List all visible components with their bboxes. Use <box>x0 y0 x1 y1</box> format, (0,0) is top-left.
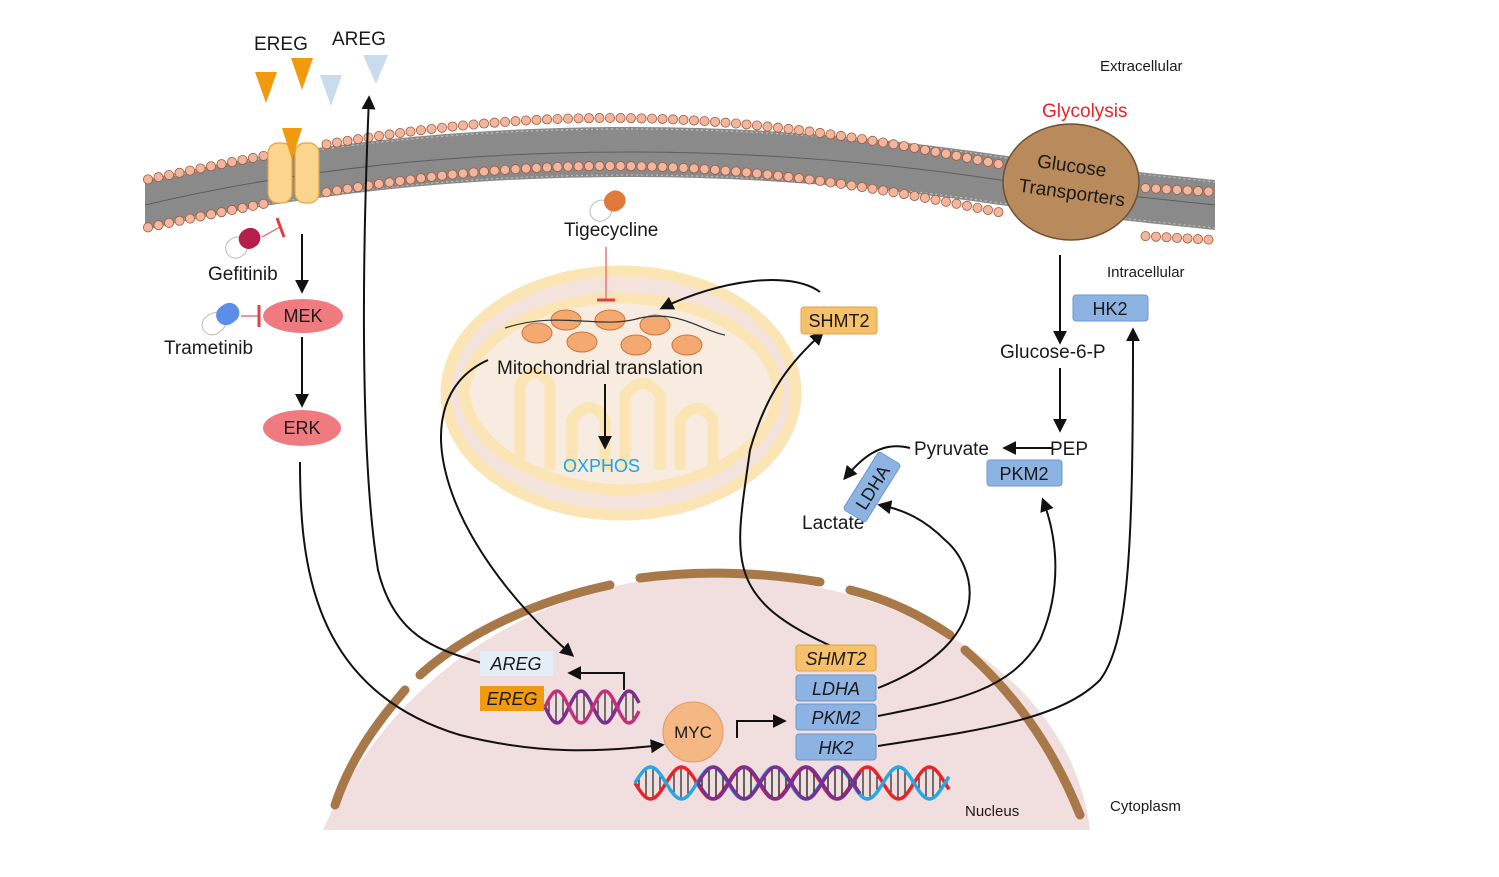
tigecycline-label: Tigecycline <box>564 220 658 241</box>
lactate-label: Lactate <box>802 513 864 534</box>
pkm2-protein-label: PKM2 <box>999 464 1048 484</box>
erk-node: ERK <box>263 410 341 446</box>
gefitinib-inhibition-bar <box>275 217 286 238</box>
pep-label: PEP <box>1050 439 1088 460</box>
areg-gene-label: AREG <box>489 654 541 674</box>
pyruvate-label: Pyruvate <box>914 439 989 460</box>
gefitinib-inhibition-line <box>261 226 281 238</box>
areg-ligands <box>320 55 388 106</box>
areg-gene: AREG <box>480 651 553 676</box>
translation-to-areg-arrow <box>440 359 575 657</box>
glycolysis-title: Glycolysis <box>1042 101 1128 122</box>
myc-target-dna <box>633 765 951 801</box>
mito-translation-label: Mitochondrial translation <box>497 358 703 379</box>
tigecycline-pill-icon <box>589 190 626 222</box>
mek-node: MEK <box>263 299 343 333</box>
mek-label: MEK <box>283 306 322 326</box>
ereg-ligand-label: EREG <box>254 34 308 55</box>
areg-secretion-arrow <box>361 95 486 665</box>
trametinib-pill-icon <box>201 302 240 336</box>
mrna-strand <box>504 315 726 336</box>
ereg-areg-dna <box>543 689 641 725</box>
ldha-protein: LDHA <box>843 451 901 523</box>
target-genes: SHMT2 LDHA PKM2 HK2 <box>795 644 877 761</box>
ldha-gene-label: LDHA <box>812 679 860 699</box>
nucleus-label: Nucleus <box>965 803 1019 820</box>
pyruvate-to-lactate-arrow <box>843 445 911 481</box>
erk-to-myc-arrow <box>299 461 665 754</box>
curved-arrows <box>299 95 1140 754</box>
glucose-transporter: Glucose Transporters <box>1002 123 1140 241</box>
ribosomes <box>521 309 703 356</box>
ereg-gene: EREG <box>480 686 544 711</box>
shmt2-to-translation-arrow <box>659 279 821 310</box>
egfr-receptor <box>267 142 320 204</box>
myc-label: MYC <box>674 723 712 742</box>
erk-label: ERK <box>283 418 320 438</box>
transcription-arrows <box>567 666 787 738</box>
ereg-ligands <box>255 58 313 160</box>
hk2-protein-label: HK2 <box>1092 299 1127 319</box>
gefitinib-label: Gefitinib <box>208 264 278 285</box>
pathway-arrows <box>295 234 1067 455</box>
shmt2-protein-label: SHMT2 <box>808 311 869 331</box>
extracellular-label: Extracellular <box>1100 58 1183 75</box>
ereg-gene-label: EREG <box>486 689 537 709</box>
shmt2-protein: SHMT2 <box>800 306 878 335</box>
membrane-heads <box>142 113 1214 245</box>
hk2-gene-to-protein-arrow <box>877 327 1140 747</box>
areg-ligand-label: AREG <box>332 29 386 50</box>
shmt2-gene-to-protein-arrow <box>739 331 846 653</box>
oxphos-label: OXPHOS <box>563 456 640 476</box>
cytoplasm-label: Cytoplasm <box>1110 798 1181 815</box>
hk2-protein: HK2 <box>1072 294 1149 322</box>
trametinib-label: Trametinib <box>164 338 253 359</box>
myc-transcription-arrow <box>736 714 787 738</box>
pkm2-gene-to-protein-arrow <box>877 497 1057 717</box>
nucleus <box>323 568 1090 830</box>
intracellular-label: Intracellular <box>1107 264 1185 281</box>
areg-transcription-arrow <box>567 666 625 690</box>
myc-node: MYC <box>662 701 724 763</box>
g6p-label: Glucose-6-P <box>1000 342 1106 363</box>
shmt2-gene-label: SHMT2 <box>805 649 866 669</box>
pkm2-gene-label: PKM2 <box>811 708 860 728</box>
mitochondrion <box>440 265 802 521</box>
ldha-gene-to-protein-arrow <box>877 500 971 689</box>
pkm2-protein: PKM2 <box>986 459 1063 487</box>
gefitinib-pill-icon <box>225 227 261 259</box>
hk2-gene-label: HK2 <box>818 738 853 758</box>
